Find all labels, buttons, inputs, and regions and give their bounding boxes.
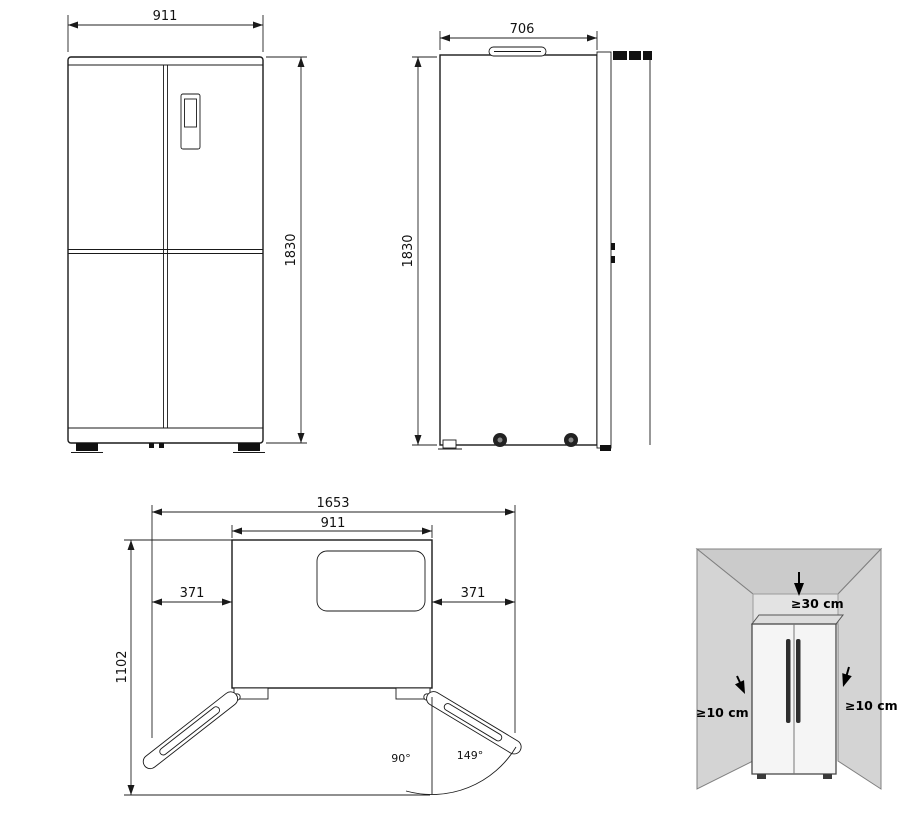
front-left-foot bbox=[76, 443, 98, 451]
right-door-projection-dimension: 371 bbox=[432, 586, 515, 606]
fridge-top-face bbox=[750, 614, 845, 625]
top-surface-recess bbox=[316, 550, 426, 612]
fridge-right-foot bbox=[823, 774, 832, 779]
side-feet-and-casters bbox=[438, 433, 611, 451]
left-door-open bbox=[142, 691, 239, 770]
open-depth-dimension: 1102 bbox=[115, 539, 430, 796]
fridge-left-foot bbox=[757, 774, 766, 779]
leveling-foot bbox=[442, 439, 457, 449]
front-width-label: 911 bbox=[153, 9, 178, 24]
front-cabinet bbox=[67, 56, 264, 444]
open-depth-label: 1102 bbox=[115, 650, 130, 683]
side-cabinet bbox=[439, 46, 652, 449]
upper-handle-notch bbox=[611, 243, 615, 250]
front-height-dimension: 1830 bbox=[266, 56, 307, 444]
body-width-label: 911 bbox=[321, 516, 346, 531]
door-angle-149-label: 149° bbox=[457, 749, 484, 762]
front-right-foot bbox=[238, 443, 260, 451]
right-door-open bbox=[426, 691, 522, 755]
top-clearance-callout: ≥30 cm bbox=[791, 572, 844, 611]
hinge-cap bbox=[629, 51, 641, 60]
installation-clearance-view: ≥30 cm ≥10 cm ≥10 cm bbox=[695, 547, 898, 790]
front-height-label: 1830 bbox=[284, 233, 299, 266]
left-door-handle bbox=[786, 639, 791, 723]
hinge-cap bbox=[643, 51, 652, 60]
front-view: 911 1830 bbox=[67, 9, 307, 453]
right-door-projection-label: 371 bbox=[461, 586, 486, 601]
side-view: 706 1830 bbox=[401, 22, 652, 451]
left-clearance-callout: ≥10 cm bbox=[696, 675, 750, 720]
side-depth-label: 706 bbox=[510, 22, 535, 37]
hinge-cap bbox=[613, 51, 627, 60]
top-view-body bbox=[231, 539, 433, 701]
alcove-right-wall bbox=[837, 547, 882, 790]
left-door-projection-label: 371 bbox=[180, 586, 205, 601]
total-width-label: 1653 bbox=[316, 496, 349, 511]
right-clearance-label: ≥10 cm bbox=[845, 698, 898, 713]
top-view-open-doors: 1653 911 371 371 1102 bbox=[115, 496, 522, 796]
right-clearance-callout: ≥10 cm bbox=[838, 666, 898, 713]
door-swing-arc: 90° 149° bbox=[391, 697, 517, 795]
door-angle-90-label: 90° bbox=[391, 752, 411, 765]
display-panel bbox=[180, 93, 201, 150]
front-width-dimension: 911 bbox=[67, 9, 264, 52]
body-width-dimension: 911 bbox=[231, 516, 433, 538]
side-height-label: 1830 bbox=[401, 234, 416, 267]
left-clearance-label: ≥10 cm bbox=[696, 705, 749, 720]
total-width-dimension: 1653 bbox=[151, 496, 516, 738]
front-cabinet-outline bbox=[67, 56, 264, 444]
lower-handle-notch bbox=[611, 256, 615, 263]
side-door-panel bbox=[596, 51, 612, 449]
left-door-projection-dimension: 371 bbox=[152, 586, 232, 606]
front-feet bbox=[71, 443, 265, 453]
right-door-handle bbox=[796, 639, 801, 723]
side-height-dimension: 1830 bbox=[401, 56, 437, 446]
side-cabinet-outline bbox=[439, 54, 598, 446]
side-depth-dimension: 706 bbox=[439, 22, 598, 50]
top-clearance-label: ≥30 cm bbox=[791, 596, 844, 611]
